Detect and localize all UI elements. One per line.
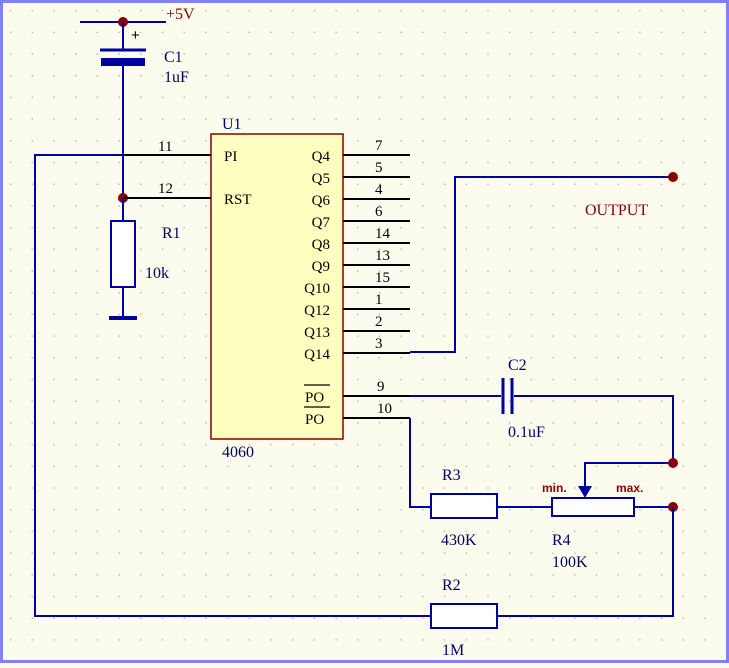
pin-name: Q7 bbox=[312, 215, 331, 231]
pin-rst-number: 12 bbox=[158, 181, 173, 197]
pin-name: Q4 bbox=[312, 149, 331, 165]
r1-ref: R1 bbox=[162, 225, 181, 242]
ic-u1[interactable]: U1 4060 11 12 PI RST 7Q45Q54Q66Q714Q813Q… bbox=[123, 116, 410, 461]
pin-po-bar-name: PO bbox=[305, 412, 324, 428]
ic-part: 4060 bbox=[222, 444, 254, 461]
wiper-arrow[interactable] bbox=[578, 486, 592, 498]
r2-ref: R2 bbox=[442, 577, 461, 594]
pin-name: Q9 bbox=[312, 259, 330, 275]
pin-po-name: PO bbox=[305, 390, 324, 406]
r3-value: 430K bbox=[441, 532, 477, 549]
resistor-r1[interactable]: R1 10k bbox=[109, 193, 181, 320]
r3-ref: R3 bbox=[442, 467, 461, 484]
r4-max-label: max. bbox=[616, 481, 643, 495]
pin-po-bar-number: 10 bbox=[377, 401, 392, 417]
ic-ref: U1 bbox=[222, 116, 242, 133]
resistor-r3[interactable]: R3 430K bbox=[409, 418, 552, 549]
pin-name: Q13 bbox=[304, 325, 330, 341]
c1-ref: C1 bbox=[164, 49, 183, 66]
pin-name: Q12 bbox=[304, 303, 330, 319]
capacitor-c1[interactable]: + C1 1uF bbox=[100, 22, 189, 198]
capacitor-c2[interactable]: C2 0.1uF bbox=[410, 357, 674, 463]
pin-number: 14 bbox=[375, 226, 391, 242]
output-terminal[interactable] bbox=[668, 172, 678, 182]
pin-name: Q14 bbox=[304, 347, 330, 363]
pin-name: Q5 bbox=[312, 171, 330, 187]
pin-name: Q6 bbox=[312, 193, 331, 209]
pin-number: 3 bbox=[375, 336, 383, 352]
pin-number: 4 bbox=[375, 182, 383, 198]
r2-value: 1M bbox=[442, 642, 464, 659]
pin-rst-name: RST bbox=[224, 192, 252, 208]
ic-body bbox=[210, 133, 344, 440]
pin-name: Q10 bbox=[304, 281, 330, 297]
r4-min-label: min. bbox=[542, 481, 567, 495]
c2-value: 0.1uF bbox=[508, 424, 545, 441]
c1-polarity: + bbox=[131, 27, 140, 44]
resistor-r2[interactable]: R2 1M bbox=[34, 154, 674, 659]
output-label: OUTPUT bbox=[585, 202, 648, 219]
wiper-junction bbox=[668, 458, 678, 468]
r4-value: 100K bbox=[552, 554, 588, 571]
pin-number: 15 bbox=[375, 270, 390, 286]
pin-pi-number: 11 bbox=[158, 139, 172, 155]
pin-number: 1 bbox=[375, 292, 383, 308]
pin-number: 13 bbox=[375, 248, 390, 264]
pin-name: Q8 bbox=[312, 237, 330, 253]
r4-ref: R4 bbox=[552, 532, 571, 549]
potentiometer-r4[interactable]: min. max. R4 100K bbox=[542, 458, 678, 571]
c2-ref: C2 bbox=[508, 357, 527, 374]
pin-number: 7 bbox=[375, 138, 383, 154]
power-label: +5V bbox=[166, 6, 195, 23]
pin-number: 5 bbox=[375, 160, 383, 176]
c1-value: 1uF bbox=[164, 69, 189, 86]
pin-po-number: 9 bbox=[377, 379, 385, 395]
pin-number: 6 bbox=[375, 204, 383, 220]
output-net: OUTPUT bbox=[410, 172, 678, 353]
pin-pi-name: PI bbox=[224, 149, 237, 165]
pin-number: 2 bbox=[375, 314, 383, 330]
r1-value: 10k bbox=[145, 265, 169, 282]
